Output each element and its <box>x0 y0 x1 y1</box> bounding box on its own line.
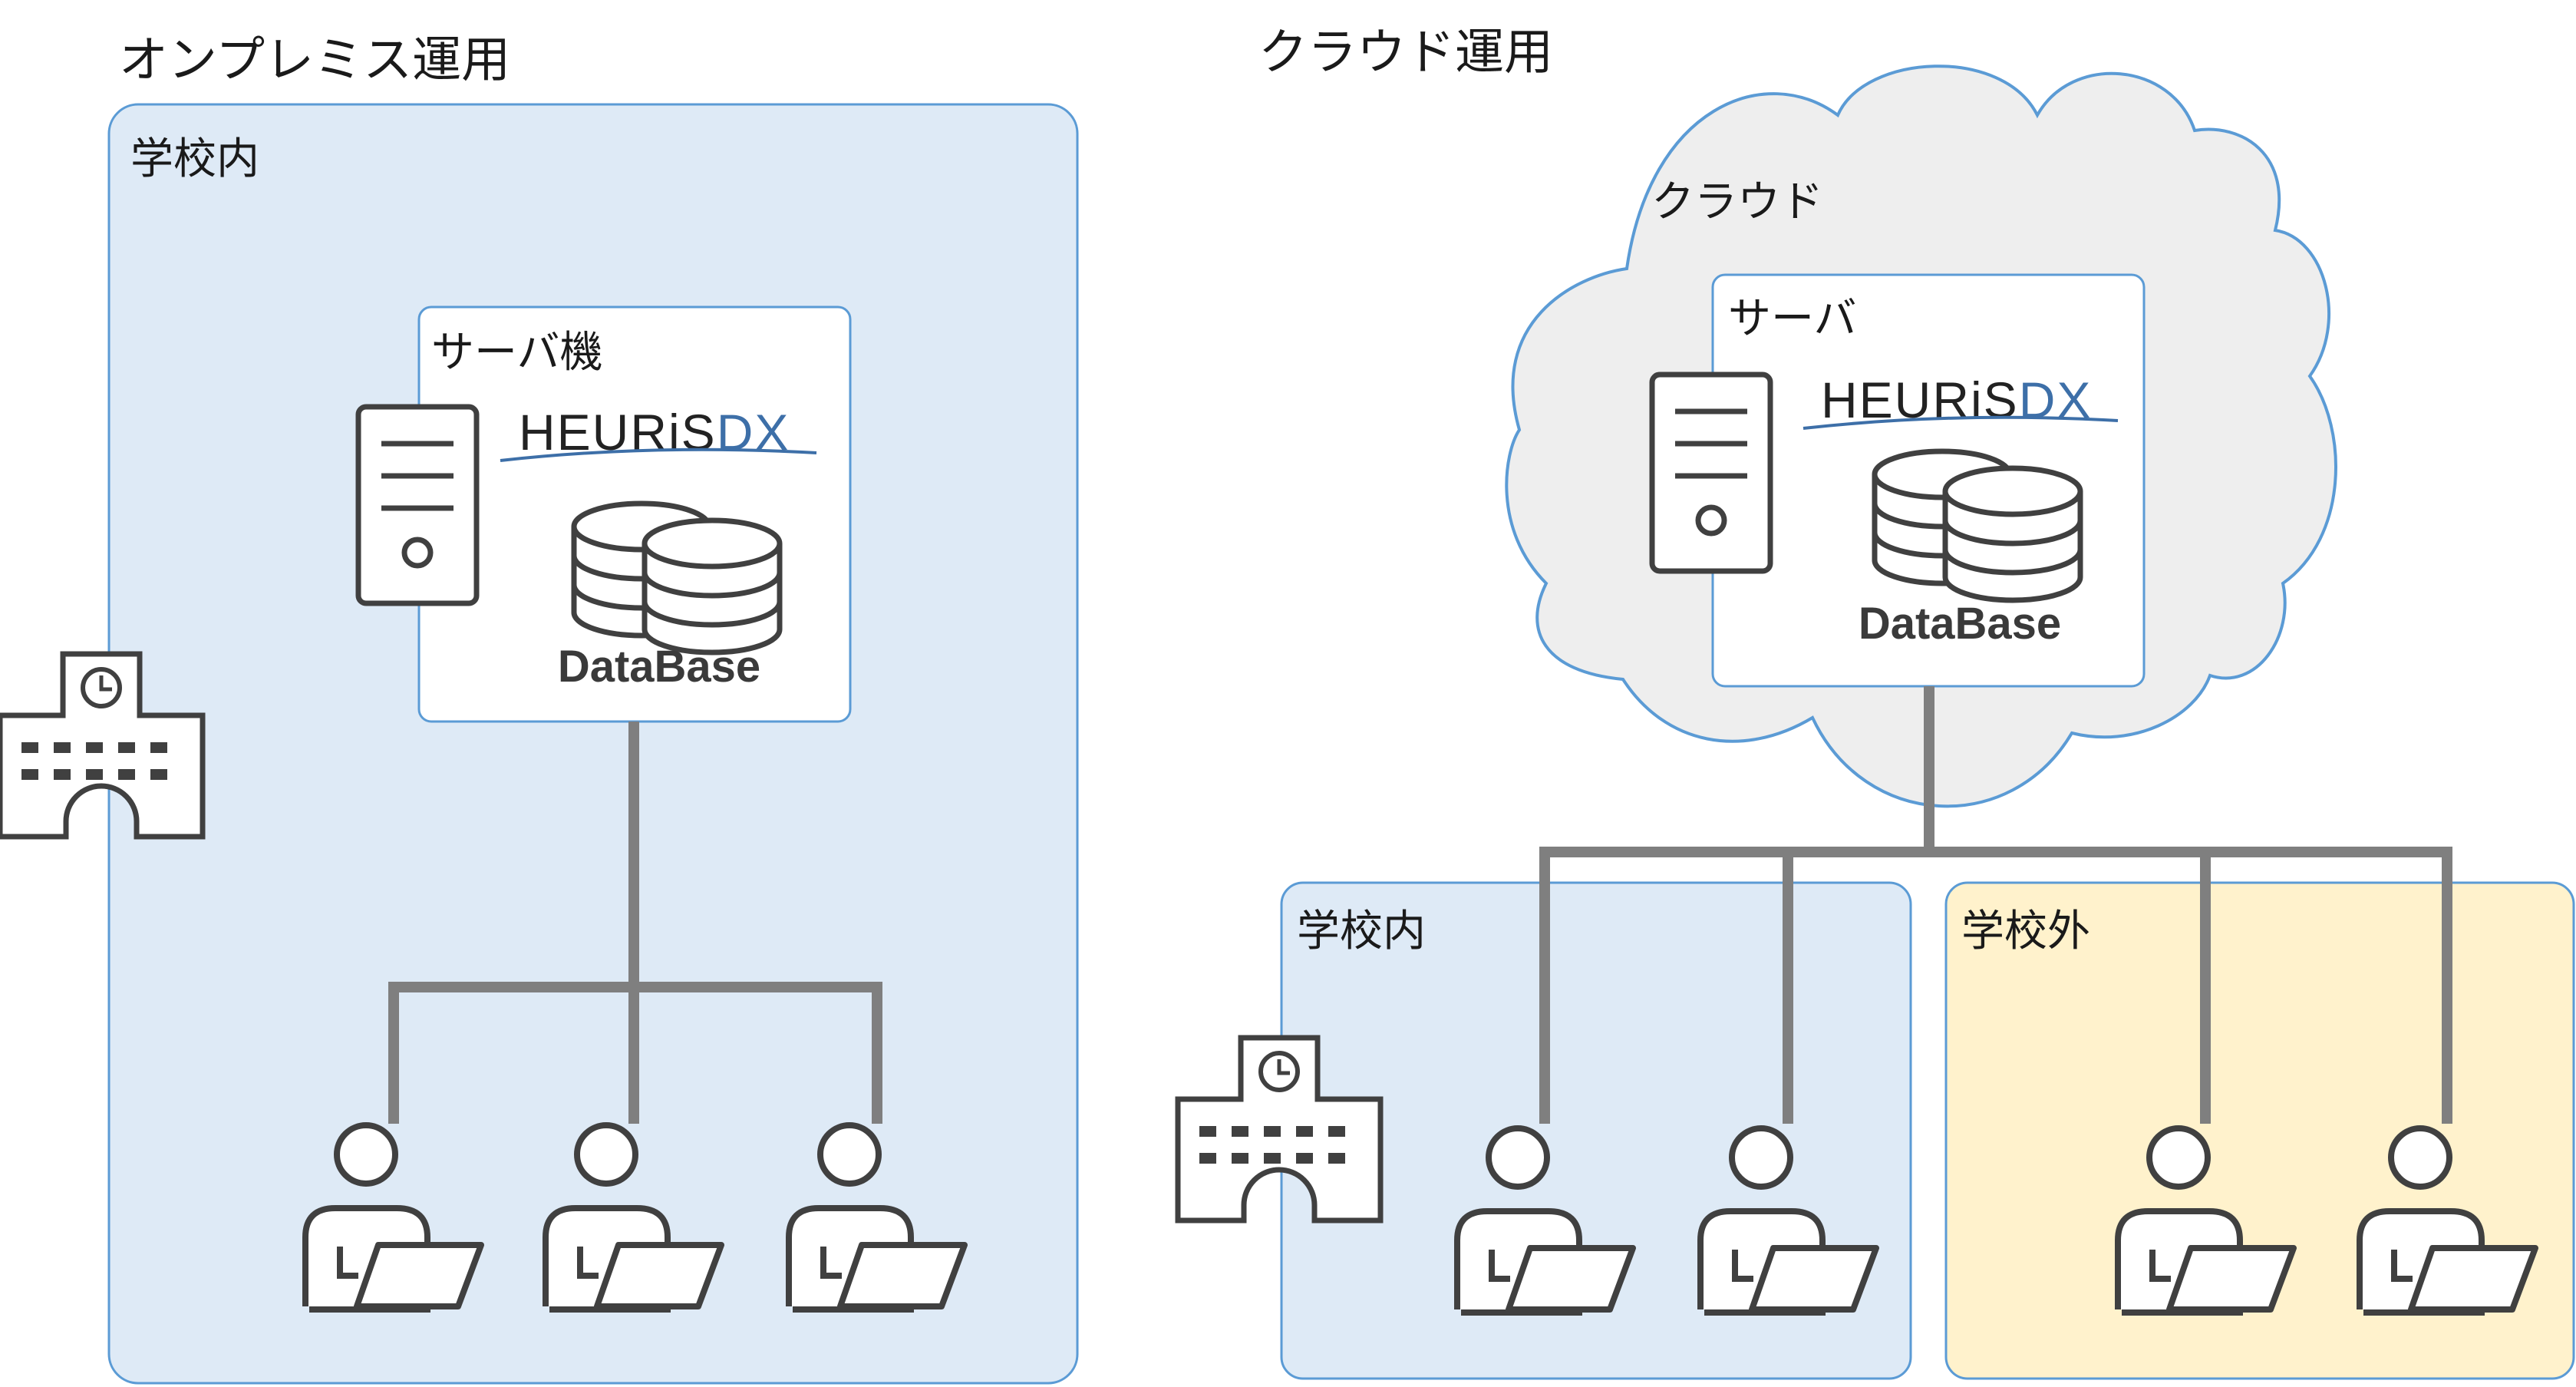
onprem-database-icon <box>574 504 780 652</box>
cloud-database-icon <box>1875 451 2080 600</box>
cloud-heuris-logo: HEURiSDX <box>1803 372 2119 430</box>
cloud-inside-label: 学校内 <box>1297 907 1426 956</box>
onprem-server-icon <box>358 407 477 603</box>
onprem-database-label: DataBase <box>558 642 760 692</box>
onprem-server-label: サーバ機 <box>431 328 602 378</box>
svg-text:HEURiSDX: HEURiSDX <box>519 404 790 461</box>
svg-text:HEURiSDX: HEURiSDX <box>1821 372 2092 428</box>
cloud-title: クラウド運用 <box>1258 25 1553 81</box>
cloud-database-label: DataBase <box>1859 599 2061 649</box>
cloud-server-label: サーバ <box>1728 294 1856 344</box>
onprem-network-lines <box>388 722 882 1124</box>
onprem-heuris-logo: HEURiSDX <box>500 404 817 462</box>
cloud-server-icon <box>1652 375 1770 571</box>
onprem-school-label: 学校内 <box>130 134 259 184</box>
cloud-label: クラウド <box>1651 177 1823 227</box>
onprem-school-area <box>107 103 1079 1385</box>
onprem-title: オンプレミス運用 <box>119 32 510 89</box>
cloud-outside-label: 学校外 <box>1961 907 2090 956</box>
cloud-network-lines <box>1539 686 2452 1124</box>
